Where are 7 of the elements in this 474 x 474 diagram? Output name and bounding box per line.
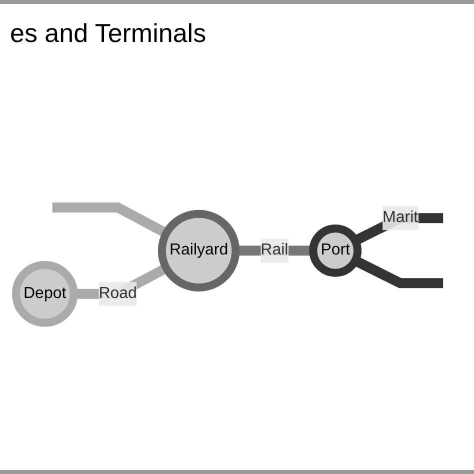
node-circle: Port: [309, 224, 362, 277]
edge-label: Marit: [382, 209, 418, 226]
title: es and Terminals: [9, 17, 208, 50]
node-circle: Depot: [12, 261, 78, 327]
node-circle: Railyard: [158, 210, 240, 292]
edge-label: Road: [98, 284, 137, 302]
edge-label: Rail: [260, 242, 288, 259]
